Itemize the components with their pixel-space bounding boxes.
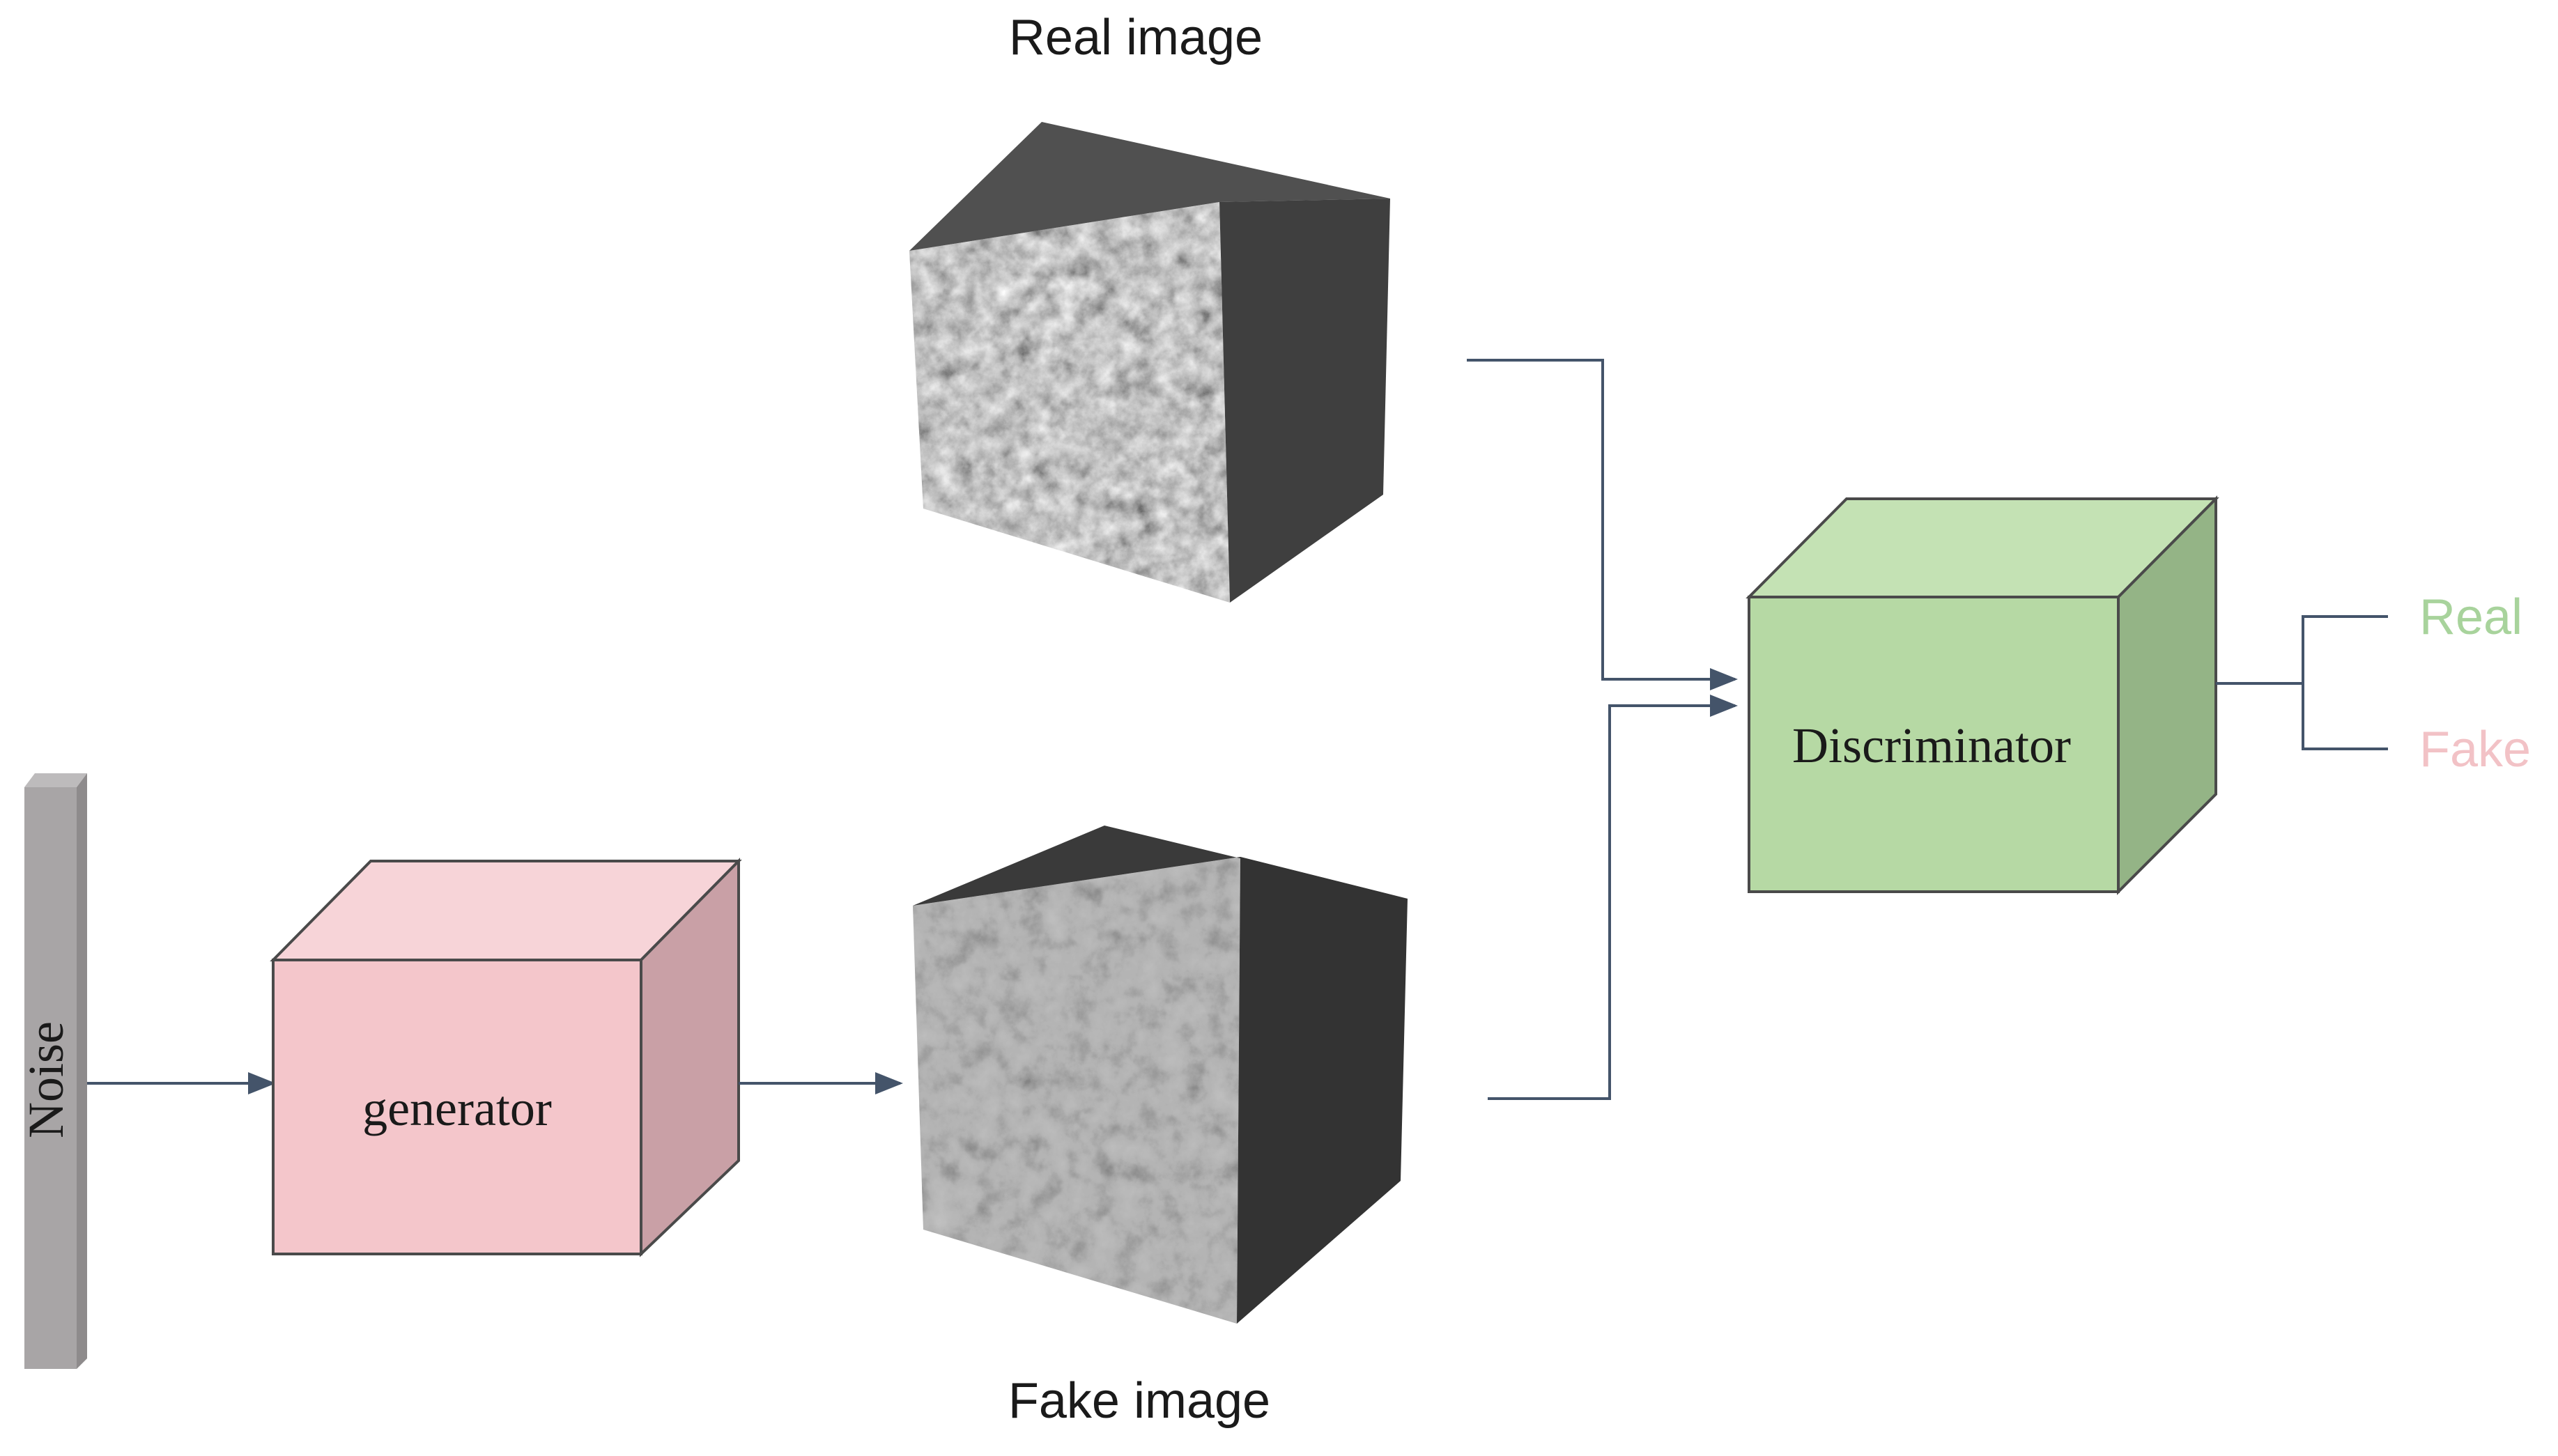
real-cube-top-face [909,122,1390,251]
output-real-label: Real [2419,589,2522,645]
noise-bar-front [24,787,77,1369]
noise-bar-side [77,773,87,1369]
fake-to-discriminator-connector [1488,695,1738,1100]
noise-bar-top [24,773,87,787]
real-cube-right-face [1219,199,1390,603]
discriminator-box [1746,495,2219,895]
generator-front-face [272,959,642,1255]
real-image-label: Real image [1009,10,1263,65]
output-fake-label: Fake [2419,722,2531,777]
fake-cube-top-face [913,826,1408,906]
noise-bar [24,773,87,1369]
fake-image-label: Fake image [1008,1373,1270,1429]
generator-label: generator [362,1081,552,1136]
fake-cube-right-face [1237,857,1408,1324]
output-branch-line [2302,615,2388,750]
real-to-discriminator-connector [1467,359,1738,690]
real-image-cube [909,122,1390,603]
discriminator-label: Discriminator [1792,718,2071,773]
real-cube-top-shade [909,122,1390,251]
fake-image-cube [913,826,1408,1324]
generator-box [270,858,742,1257]
discriminator-front-face [1748,596,2120,893]
noise-label: Noise [18,1021,74,1138]
